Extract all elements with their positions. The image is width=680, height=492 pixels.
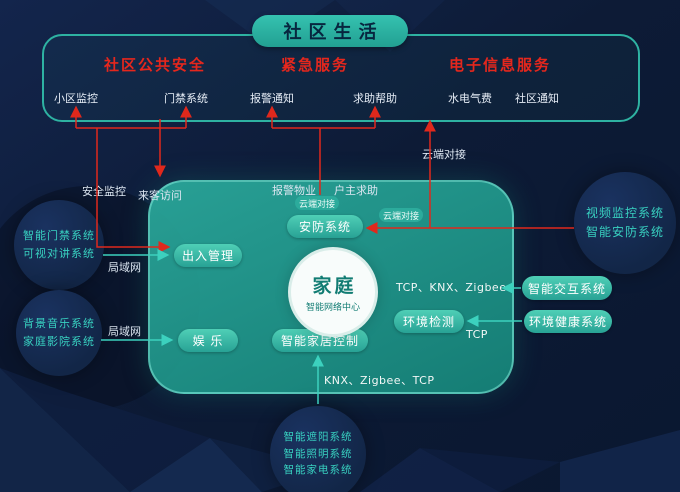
node-line: 智能遮阳系统 (283, 430, 353, 443)
label-lan-2: 局域网 (108, 325, 141, 338)
node-line: 智能门禁系统 (23, 229, 95, 243)
background-polygon (0, 368, 130, 492)
node-line: 背景音乐系统 (23, 317, 95, 331)
label-protocols-tcp-knx-zigbee: TCP、KNX、Zigbee (396, 281, 507, 294)
item-community-notice: 社区通知 (515, 92, 559, 105)
item-community-monitoring: 小区监控 (54, 92, 98, 105)
minipill-cloud-link-security: 云端对接 (295, 196, 340, 210)
node-line: 视频监控系统 (585, 205, 664, 220)
pill-smart-interaction-system: 智能交互系统 (522, 276, 612, 300)
section-heading-emergency: 紧急服务 (280, 56, 349, 74)
label-cloud-link-top: 云端对接 (422, 148, 466, 161)
label-visitor-access: 来客访问 (138, 189, 182, 202)
home-title: 家庭 (312, 275, 357, 297)
label-protocols-knx-zigbee-tcp: KNX、Zigbee、TCP (324, 374, 435, 387)
pill-env-health-system: 环境健康系统 (524, 310, 612, 333)
background-polygon (560, 430, 680, 492)
section-heading-e-info: 电子信息服务 (448, 56, 551, 74)
background-polygon (130, 438, 262, 492)
node-video-security-systems: 视频监控系统 智能安防系统 (574, 172, 676, 274)
node-line: 智能家电系统 (283, 464, 353, 477)
home-network-center: 家庭 智能网络中心 (288, 247, 378, 337)
node-line: 可视对讲系统 (23, 247, 95, 260)
item-help-request: 求助帮助 (353, 92, 397, 105)
pill-env-detection: 环境检测 (394, 310, 464, 333)
background-polygon (360, 448, 500, 492)
pill-access-management: 出入管理 (174, 244, 242, 267)
node-shade-light-appliance-systems: 智能遮阳系统 智能照明系统 智能家电系统 (270, 406, 366, 492)
label-alarm-property: 报警物业 (272, 184, 316, 197)
node-music-theater-systems: 背景音乐系统 家庭影院系统 (16, 290, 102, 376)
pill-security-system: 安防系统 (287, 215, 363, 238)
label-protocol-tcp: TCP (466, 328, 488, 341)
item-utility-fees: 水电气费 (448, 92, 492, 105)
diagram-title: 社区生活 (252, 15, 408, 47)
section-heading-public-safety: 社区公共安全 (103, 56, 206, 74)
label-owner-help: 户主求助 (334, 184, 378, 197)
node-line: 智能安防系统 (585, 225, 664, 239)
community-services-box (42, 34, 640, 122)
label-lan-1: 局域网 (108, 261, 141, 274)
node-line: 家庭影院系统 (23, 335, 95, 348)
node-door-intercom-systems: 智能门禁系统 可视对讲系统 (14, 200, 104, 290)
minipill-cloud-link-video: 云端对接 (379, 208, 424, 222)
home-subtitle: 智能网络中心 (305, 303, 360, 313)
item-access-control: 门禁系统 (164, 92, 208, 105)
label-security-monitoring: 安全监控 (82, 185, 126, 198)
node-line: 智能照明系统 (283, 447, 353, 460)
item-alarm-notice: 报警通知 (250, 92, 294, 105)
pill-entertainment: 娱 乐 (178, 329, 238, 352)
background-polygon (420, 448, 560, 492)
